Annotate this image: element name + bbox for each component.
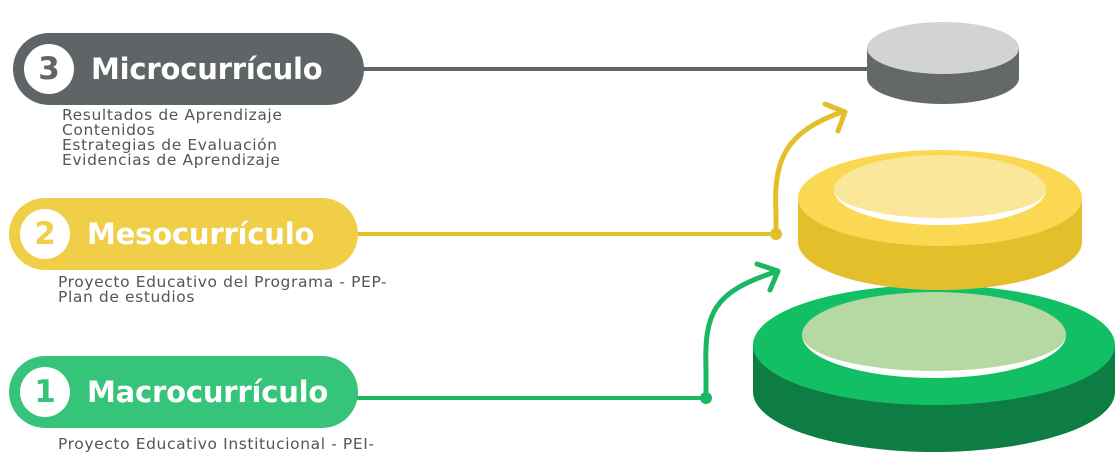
micro-level-items: Resultados de Aprendizaje Contenidos Est… (62, 106, 283, 169)
macro-level-number: 1 (20, 367, 70, 417)
curved-arrow-icon (770, 101, 848, 240)
meso-level-items: Proyecto Educativo del Programa - PEP- P… (58, 273, 388, 306)
meso-level-number: 2 (20, 209, 70, 259)
green-ring-icon (753, 285, 1115, 452)
macro-connector-dot (700, 392, 712, 404)
list-item: Plan de estudios (58, 288, 196, 306)
meso-connector-dot (770, 228, 782, 240)
curved-arrow-icon (700, 261, 781, 404)
meso-level-label: 2 Mesocurrículo (9, 198, 358, 270)
list-item: Proyecto Educativo Institucional - PEI- (58, 435, 375, 453)
gray-disk-icon (867, 22, 1019, 104)
list-item: Resultados de Aprendizaje (62, 106, 283, 124)
macro-level-label: 1 Macrocurrículo (9, 356, 358, 428)
macro-level-items: Proyecto Educativo Institucional - PEI- (58, 435, 375, 453)
list-item: Proyecto Educativo del Programa - PEP- (58, 273, 388, 291)
macro-level-title: Macrocurrículo (87, 375, 329, 409)
micro-level-label: 3 Microcurrículo (13, 33, 364, 105)
micro-level-number: 3 (24, 44, 74, 94)
meso-level-title: Mesocurrículo (87, 217, 315, 251)
list-item: Estrategias de Evaluación (62, 136, 278, 154)
yellow-ring-icon (798, 150, 1082, 290)
list-item: Evidencias de Aprendizaje (62, 151, 281, 169)
list-item: Contenidos (62, 121, 156, 139)
micro-level-title: Microcurrículo (91, 52, 323, 86)
